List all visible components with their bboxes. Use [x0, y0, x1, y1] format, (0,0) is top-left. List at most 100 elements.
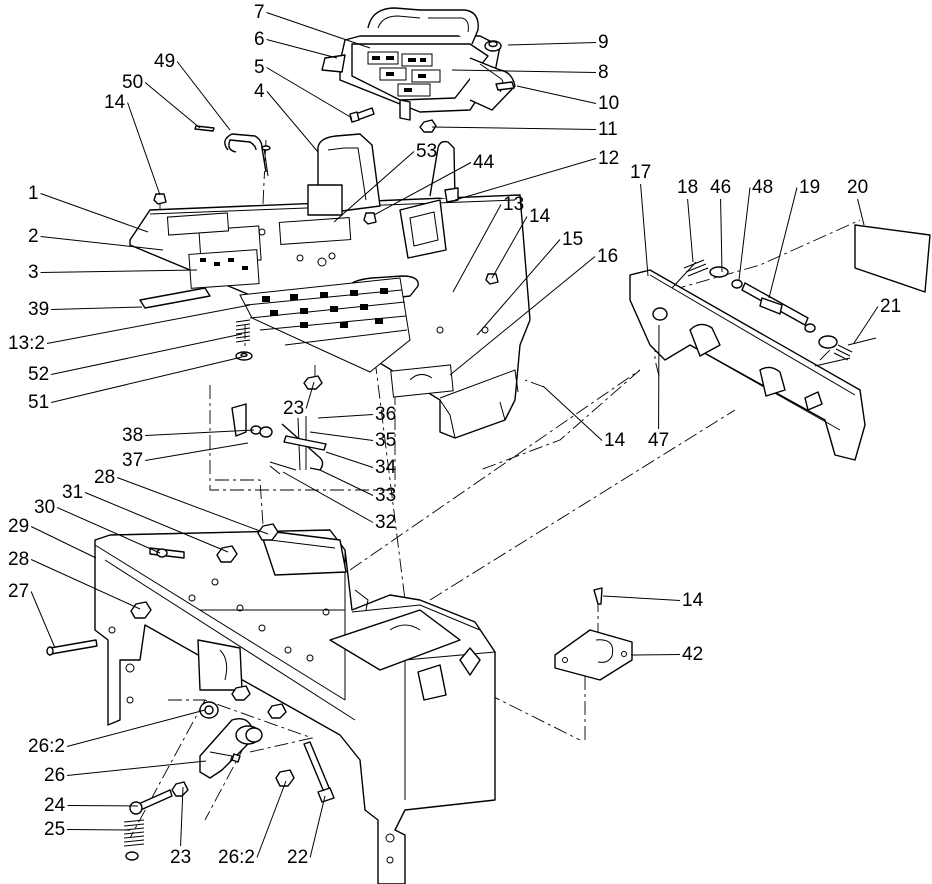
leader-line — [84, 492, 229, 553]
bracket-plate — [554, 587, 633, 681]
control-handle-assembly — [321, 7, 516, 133]
leader-line — [145, 442, 249, 461]
leader-line — [145, 429, 255, 436]
callout-label: 50 — [122, 72, 143, 93]
leader-line — [51, 306, 143, 310]
callout-label: 39 — [28, 299, 49, 320]
callout-label: 9 — [598, 32, 609, 53]
callout-label: 42 — [682, 644, 703, 665]
leader-line — [542, 385, 603, 441]
callout-label: 1 — [28, 183, 39, 204]
leader-line — [325, 451, 374, 468]
leader-line — [266, 91, 319, 153]
callout-label: 48 — [752, 177, 773, 198]
callout-label: 14 — [529, 206, 551, 227]
callout-label: 25 — [44, 819, 65, 840]
bracket-assembly — [231, 403, 327, 475]
leader-line — [602, 595, 681, 601]
leader-line — [491, 216, 528, 279]
callout-label: 2 — [28, 226, 39, 247]
leader-line — [66, 709, 206, 747]
callout-label: 6 — [254, 29, 265, 50]
leader-line — [507, 42, 597, 46]
callout-label: 21 — [880, 296, 901, 317]
callout-label: 28 — [94, 467, 115, 488]
leader-line — [127, 102, 161, 196]
callout-label: 37 — [122, 450, 143, 471]
callout-label: 33 — [375, 485, 396, 506]
leader-line — [319, 469, 374, 496]
leader-line — [309, 431, 374, 441]
leader-line — [180, 786, 184, 847]
callout-label: 5 — [254, 57, 265, 78]
callout-label: 46 — [710, 177, 731, 198]
callout-label: 4 — [254, 81, 265, 102]
leader-line — [176, 61, 231, 131]
callout-label: 11 — [598, 119, 618, 140]
leader-line — [640, 183, 649, 277]
leader-line — [454, 158, 597, 201]
callout-label: 19 — [799, 177, 820, 198]
leader-line — [317, 414, 374, 419]
leader-line — [516, 85, 597, 104]
callout-label: 22 — [287, 847, 308, 868]
leader-line — [720, 198, 723, 273]
console-cover — [129, 133, 531, 439]
spring-and-washer — [153, 193, 499, 390]
callout-label: 13 — [503, 194, 524, 215]
latch-rod-and-pin — [194, 125, 271, 177]
leader-line — [40, 193, 149, 233]
callout-label: 35 — [375, 430, 396, 451]
callout-label: 16 — [597, 246, 618, 267]
callout-label: 20 — [847, 177, 868, 198]
linkage-assembly — [123, 701, 335, 861]
leader-line — [309, 795, 326, 858]
leader-line — [51, 356, 243, 403]
callout-label: 28 — [8, 549, 29, 570]
leader-line — [687, 198, 694, 263]
leader-line — [333, 151, 415, 223]
leader-line — [40, 236, 164, 251]
callout-label: 49 — [154, 51, 175, 72]
leader-line — [857, 198, 865, 226]
leader-line — [30, 526, 97, 559]
leader-line — [282, 471, 374, 523]
leader-line — [305, 381, 315, 409]
leader-line — [451, 69, 597, 73]
leader-line — [46, 304, 251, 344]
leader-line — [51, 333, 243, 375]
leader-line — [452, 204, 502, 293]
leader-line — [266, 12, 371, 49]
callout-label: 8 — [598, 62, 609, 83]
leader-line — [56, 507, 161, 554]
callout-label: 14 — [604, 430, 626, 451]
callout-label: 52 — [28, 364, 49, 385]
callout-label: 26:2 — [218, 847, 255, 868]
leader-line — [40, 269, 198, 273]
leader-line — [476, 239, 561, 336]
callout-label: 17 — [630, 162, 651, 183]
callout-label: 14 — [104, 92, 126, 113]
leader-line — [449, 256, 596, 376]
callout-label: 7 — [254, 2, 265, 23]
leader-line — [67, 760, 207, 776]
callout-label: 23 — [283, 398, 304, 419]
callout-label: 12 — [598, 148, 619, 169]
callout-label: 47 — [648, 430, 669, 451]
callout-label: 38 — [122, 425, 143, 446]
callout-label: 31 — [62, 482, 83, 503]
main-frame — [46, 523, 496, 884]
leader-line — [67, 829, 131, 831]
leader-line — [373, 162, 472, 216]
callout-label: 10 — [598, 93, 619, 114]
leader-line — [256, 780, 287, 858]
callout-label: 26 — [44, 765, 65, 786]
callout-label: 13:2 — [8, 333, 45, 354]
callout-label: 44 — [473, 152, 495, 173]
side-panel-assembly — [629, 224, 931, 461]
leader-line — [144, 82, 201, 129]
leader-line — [630, 654, 681, 656]
callout-label: 24 — [44, 795, 66, 816]
